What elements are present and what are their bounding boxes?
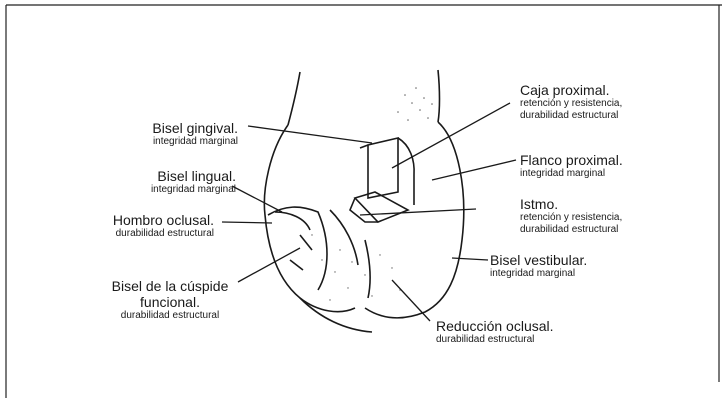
hombro-oclusal-subtitle: durabilidad estructural: [30, 228, 214, 240]
bisel-gingival-title: Bisel gingival.: [60, 120, 238, 136]
label-flanco-proximal: Flanco proximal. integridad marginal: [520, 152, 623, 180]
label-bisel-lingual: Bisel lingual. integridad marginal: [60, 168, 236, 196]
reduccion-oclusal-title: Reducción oclusal.: [436, 318, 554, 334]
label-bisel-cuspide: Bisel de la cúspide funcional. durabilid…: [80, 278, 260, 322]
bisel-gingival-subtitle: integridad marginal: [60, 136, 238, 148]
bisel-lingual-subtitle: integridad marginal: [60, 184, 236, 196]
occlusal-reduction: [268, 207, 370, 298]
label-hombro-oclusal: Hombro oclusal. durabilidad estructural: [30, 212, 214, 240]
label-bisel-gingival: Bisel gingival. integridad marginal: [60, 120, 238, 148]
flanco-proximal-subtitle: integridad marginal: [520, 168, 623, 180]
istmo-subtitle: retención y resistencia,: [520, 212, 622, 224]
proximal-box: [360, 138, 414, 205]
hombro-oclusal-title: Hombro oclusal.: [30, 212, 214, 228]
bisel-cuspide-subtitle: durabilidad estructural: [80, 310, 260, 322]
bisel-vestibular-title: Bisel vestibular.: [490, 252, 587, 268]
caja-proximal-title: Caja proximal.: [520, 82, 622, 98]
reduccion-oclusal-subtitle: durabilidad estructural: [436, 334, 554, 346]
bisel-cuspide-title: Bisel de la cúspide: [80, 278, 260, 294]
bisel-cuspide-title-2: funcional.: [80, 294, 260, 310]
tooth-outline: [264, 70, 463, 332]
flanco-proximal-title: Flanco proximal.: [520, 152, 623, 168]
istmo-subtitle-2: durabilidad estructural: [520, 224, 622, 236]
bisel-lingual-title: Bisel lingual.: [60, 168, 236, 184]
caja-proximal-subtitle-2: durabilidad estructural: [520, 110, 622, 122]
label-caja-proximal: Caja proximal. retención y resistencia, …: [520, 82, 622, 121]
label-istmo: Istmo. retención y resistencia, durabili…: [520, 196, 622, 235]
bisel-vestibular-subtitle: integridad marginal: [490, 268, 587, 280]
istmo-title: Istmo.: [520, 196, 622, 212]
label-bisel-vestibular: Bisel vestibular. integridad marginal: [490, 252, 587, 280]
label-reduccion-oclusal: Reducción oclusal. durabilidad estructur…: [436, 318, 554, 346]
caja-proximal-subtitle: retención y resistencia,: [520, 98, 622, 110]
